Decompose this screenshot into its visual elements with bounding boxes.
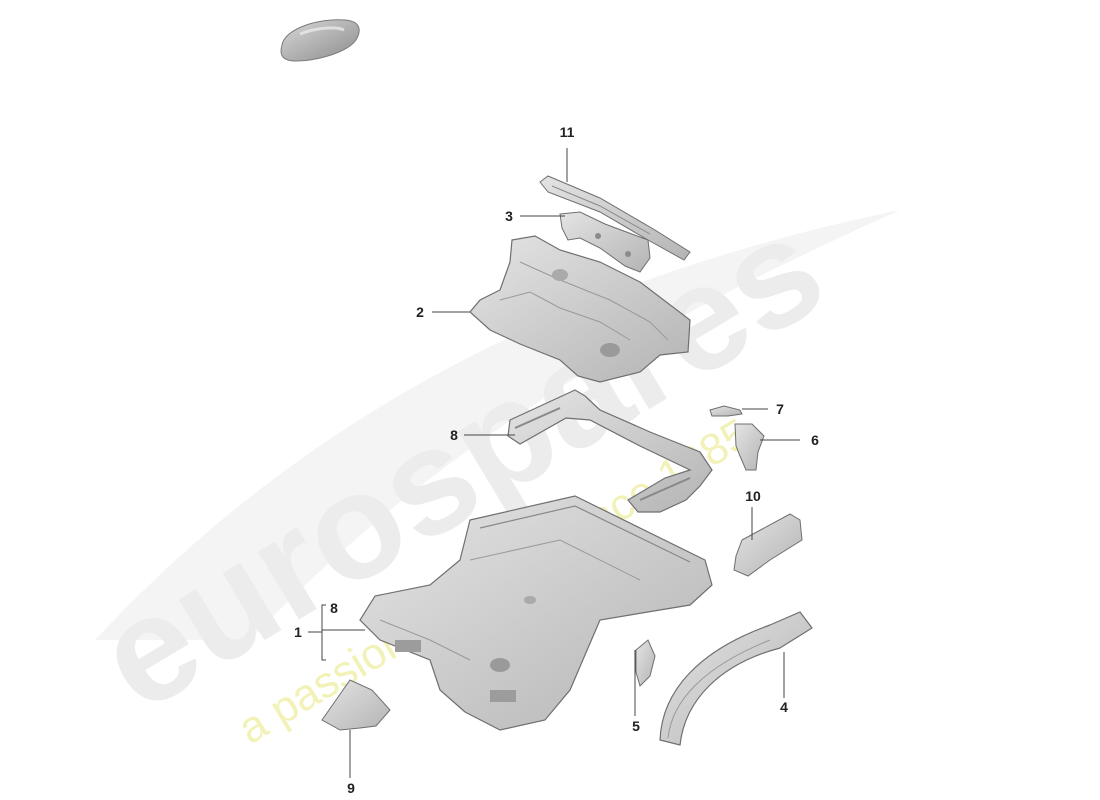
part-5-vertical-bracket: [635, 639, 656, 687]
part-8-frame: [507, 389, 713, 513]
callout-8-top: 8: [450, 427, 458, 443]
callout-3: 3: [505, 208, 513, 224]
part-2-rear-panel: [469, 235, 691, 383]
car-thumbnail-icon: [280, 19, 360, 62]
callout-5: 5: [632, 718, 640, 734]
part-7-small-bracket: [709, 405, 743, 417]
callout-10: 10: [745, 488, 761, 504]
bracket-1-8: [321, 604, 326, 661]
part-3-bracket: [559, 211, 651, 273]
callout-11: 11: [559, 124, 575, 140]
part-9-lower-bracket: [321, 679, 391, 731]
part-1-rear-floor: [359, 495, 713, 731]
part-6-mount: [734, 423, 765, 471]
callout-6: 6: [811, 432, 819, 448]
leader-lines: [308, 148, 800, 778]
watermark-swoosh: [95, 210, 900, 640]
part-4-wheel-arch: [659, 611, 813, 746]
part-11-cross-member: [539, 175, 691, 261]
part-10-reinforcement: [733, 513, 803, 577]
callout-2: 2: [416, 304, 424, 320]
callout-1: 1: [294, 624, 302, 640]
callout-7: 7: [776, 401, 784, 417]
callout-9: 9: [347, 780, 355, 796]
callout-4: 4: [780, 699, 788, 715]
callout-8-bracket: 8: [330, 600, 338, 616]
